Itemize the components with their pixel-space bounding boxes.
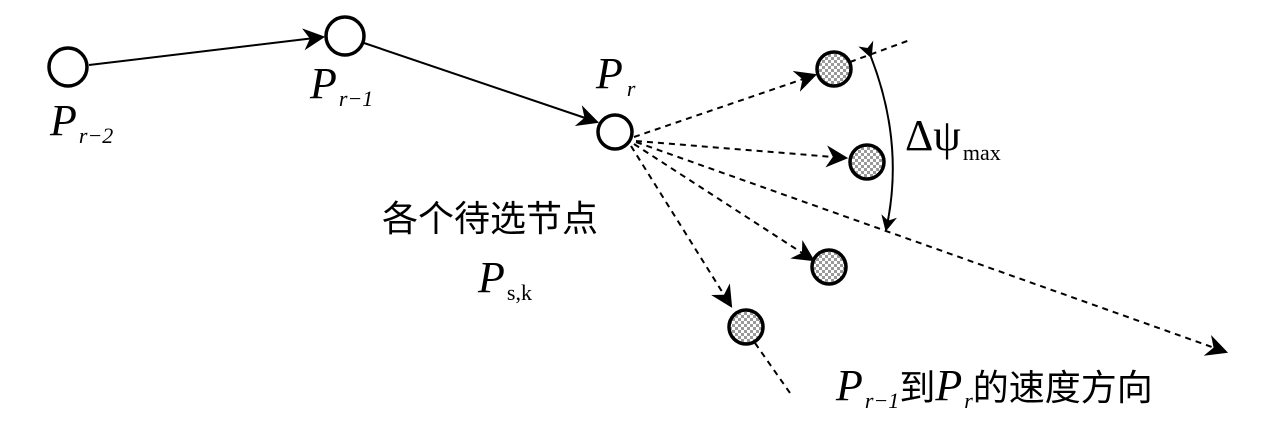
candidate-node-3: [810, 248, 848, 286]
label-p-r-minus-1: Pr−1: [309, 59, 373, 111]
label-delta-psi-max: Δψmax: [905, 111, 1001, 165]
candidate-node-2: [848, 143, 886, 181]
node-p-r-minus-1: [324, 15, 366, 57]
path-arrow-1: [88, 28, 326, 66]
label-p-s-k: Ps,k: [477, 253, 532, 305]
node-p-r: [596, 113, 634, 151]
path-arrow-2: [363, 42, 600, 127]
candidate-node-4: [727, 308, 765, 346]
node-p-r-minus-2: [47, 46, 89, 88]
candidate-node-1: [815, 50, 853, 88]
candidate-arrow-4: [630, 145, 733, 308]
velocity-direction-arrow: [635, 141, 1229, 356]
delta-psi-arc: [858, 40, 897, 232]
candidate-arrow-3: [633, 143, 815, 262]
upper-bound-line: [849, 39, 911, 63]
velocity-direction-caption: Pr−1到Pr的速度方向: [835, 361, 1153, 413]
candidates-caption: 各个待选节点: [382, 199, 598, 240]
candidate-arrow-1: [633, 71, 818, 138]
candidate-arrow-2: [635, 140, 849, 168]
lower-bound-line: [754, 342, 791, 394]
label-p-r-minus-2: Pr−2: [49, 96, 113, 148]
